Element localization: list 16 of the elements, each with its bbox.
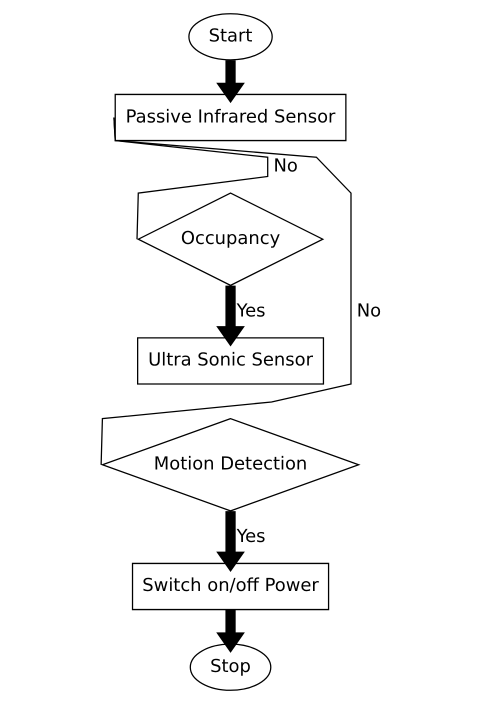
arrow: [216, 286, 245, 347]
edge-label: No: [356, 300, 382, 322]
node-box: Passive Infrared Sensor: [114, 94, 346, 142]
edge-label: Yes: [236, 526, 266, 547]
arrow: [216, 511, 245, 572]
edge-label: No: [273, 156, 298, 177]
node-ellipse: Start: [188, 13, 273, 60]
arrow: [216, 610, 245, 653]
node-box: Switch on/off Power: [132, 562, 330, 610]
node-box: Ultra Sonic Sensor: [137, 337, 324, 385]
edge-label: Yes: [236, 300, 266, 322]
connector: [100, 117, 352, 465]
node-ellipse: Stop: [190, 644, 272, 691]
arrow: [216, 60, 245, 104]
node-diamond: Occupancy: [136, 192, 324, 286]
node-diamond: Motion Detection: [100, 418, 361, 512]
